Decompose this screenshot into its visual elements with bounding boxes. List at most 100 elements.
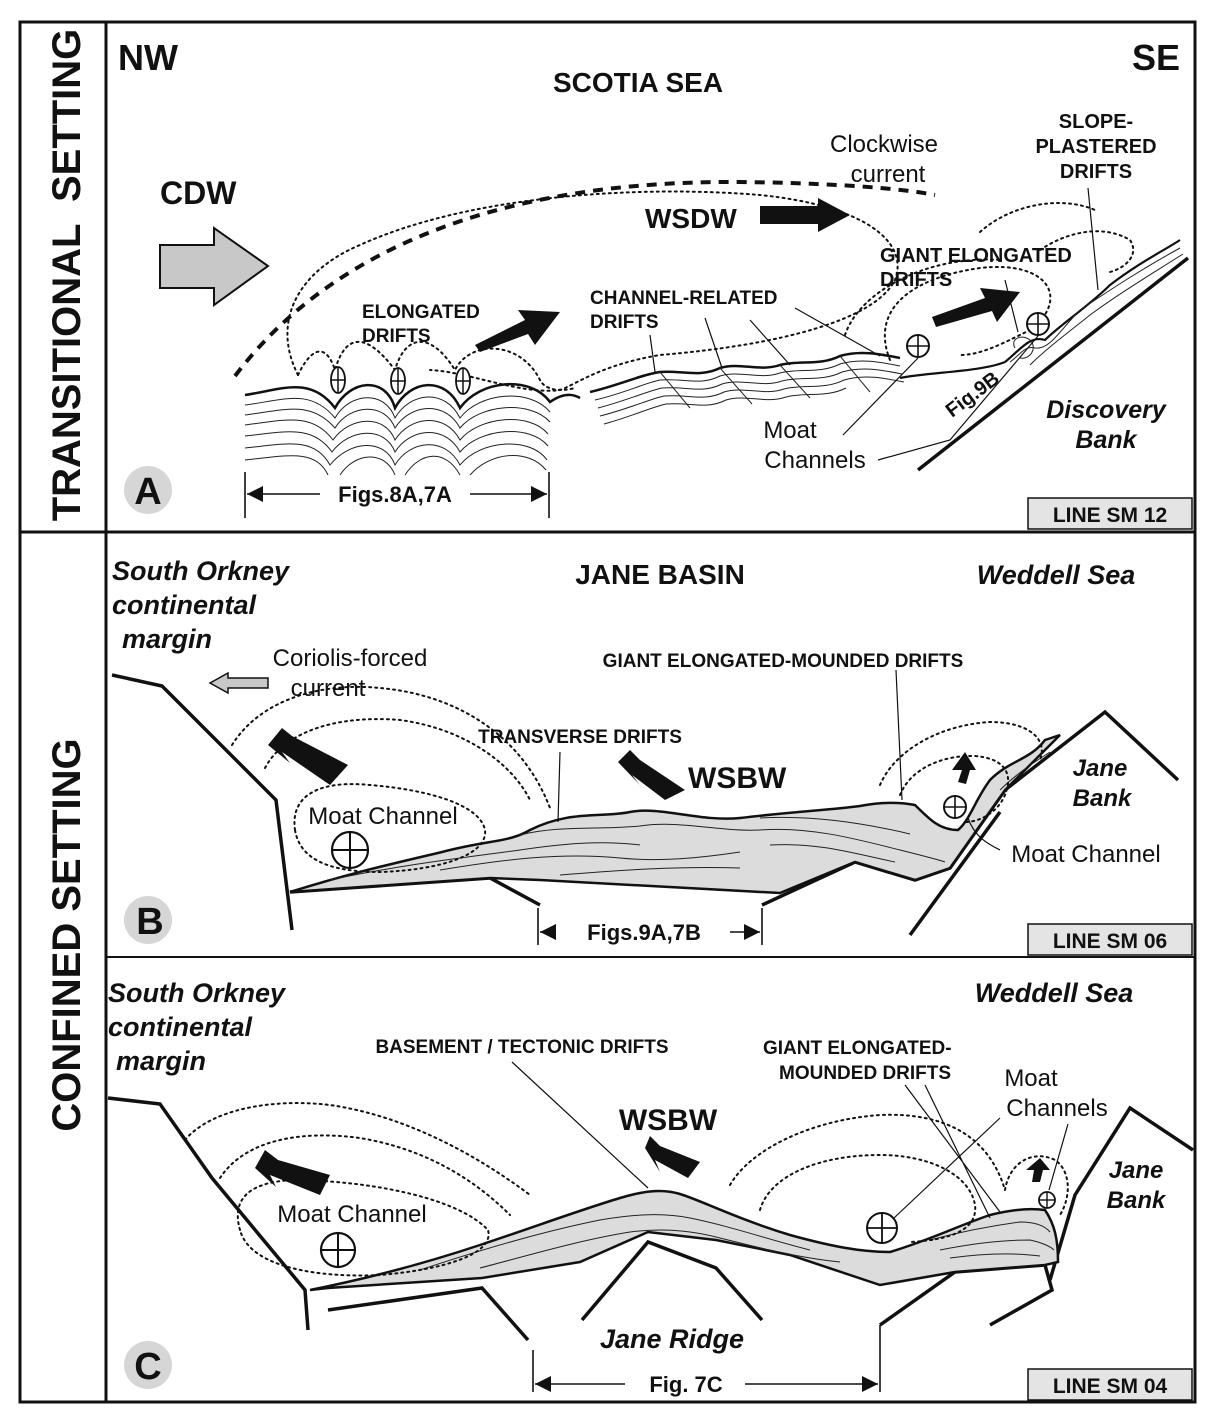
cdw-arrow	[159, 226, 270, 307]
flow-envelope-c-left-outer	[184, 1102, 531, 1196]
line-label-sm06: LINE SM 06	[1053, 930, 1167, 953]
leaders-b	[557, 669, 1001, 851]
coriolis-arrow	[208, 671, 269, 695]
label-fig-7c: Fig. 7C	[649, 1372, 722, 1397]
flow-envelope-c-right-moat	[1004, 1155, 1069, 1216]
basin-wall-left	[111, 673, 294, 931]
panel-letter-a-badge	[124, 466, 172, 514]
flow-envelope-b-moat	[293, 783, 487, 874]
giant-drift-and-slope	[899, 239, 1190, 472]
sea-name-scotia: SCOTIA SEA	[553, 67, 723, 98]
direction-nw: NW	[118, 37, 178, 78]
flow-arrow-wsbw-c	[645, 1136, 700, 1178]
wsdw-arrow	[760, 198, 850, 232]
label-moat-channel-b-left: Moat Channel	[308, 803, 457, 830]
moat-symbol-c-right	[1038, 1191, 1056, 1209]
flow-envelope-giant	[884, 265, 1052, 361]
frames	[18, 20, 1197, 1404]
flow-arrow-giant	[932, 288, 1020, 327]
basin-wall-right	[908, 810, 1002, 937]
channel-related-drifts	[589, 351, 905, 425]
label-weddell-sea-b: Weddell Sea	[977, 560, 1136, 590]
basin-wall-right-c	[1048, 1105, 1194, 1281]
label-wsbw-c: WSBW	[619, 1104, 718, 1137]
basin-wall-left-c	[107, 1096, 310, 1331]
moat-symbol-c-mid	[866, 1212, 898, 1244]
sediment-fill-b	[289, 733, 1061, 895]
line-label-sm12: LINE SM 12	[1053, 504, 1167, 527]
label-jane-ridge: Jane Ridge	[600, 1324, 744, 1354]
flow-arrow-b-left	[268, 728, 348, 785]
flow-arrow-elongated	[475, 310, 560, 352]
direction-se: SE	[1132, 37, 1180, 78]
label-jane-basin: JANE BASIN	[575, 559, 745, 590]
flow-envelope-inner	[844, 258, 1001, 336]
panel-letter-a: A	[134, 471, 161, 513]
label-figs-9a-7b: Figs.9A,7B	[587, 920, 701, 945]
moat-symbol-b-right	[943, 795, 967, 819]
panel-letter-c: C	[134, 1346, 161, 1388]
flow-envelope-c-right-mid	[759, 1153, 977, 1243]
line-label-box-b	[1027, 923, 1193, 956]
flow-envelope-b-right-inner	[899, 754, 1010, 823]
line-label-sm04: LINE SM 04	[1053, 1375, 1168, 1398]
flow-arrow-c-right	[1026, 1158, 1050, 1182]
moat-symbol-b-left	[330, 830, 370, 870]
label-moat-channel-b-right: Moat Channel	[1011, 841, 1160, 868]
elongated-drift-mounds	[244, 382, 581, 476]
label-giant-mounded-c: GIANT ELONGATED-MOUNDED DRIFTS	[763, 1038, 952, 1084]
panel-letter-c-badge	[124, 1341, 172, 1389]
leaders-c	[511, 1061, 1069, 1219]
flow-envelope-c-left-mid	[219, 1134, 511, 1216]
moat-symbols-a	[906, 312, 1050, 358]
label-figs-8a-7a: Figs.8A,7A	[338, 482, 452, 507]
flow-arrow-c-left	[255, 1150, 330, 1195]
label-weddell-sea-c: Weddell Sea	[975, 978, 1134, 1008]
label-wsbw-b: WSBW	[688, 762, 787, 795]
line-label-box-c	[1027, 1368, 1193, 1401]
label-cdw: CDW	[160, 175, 237, 211]
flow-arrow-b-right	[952, 752, 976, 784]
line-label-box-a	[1027, 497, 1193, 530]
elongated-drift-lobes	[297, 340, 576, 391]
flow-envelope-b-right	[879, 720, 1043, 786]
flow-envelope-c-right-outer	[729, 1113, 1006, 1191]
label-basement-drifts: BASEMENT / TECTONIC DRIFTS	[375, 1037, 668, 1058]
panel-letter-b: B	[136, 901, 163, 943]
sediment-beds-b	[329, 751, 1051, 881]
label-transverse-drifts: TRANSVERSE DRIFTS	[478, 727, 682, 748]
flow-envelope-b-left-outer	[231, 685, 551, 809]
label-giant-mounded-b: GIANT ELONGATED-MOUNDED DRIFTS	[603, 651, 964, 672]
side-label-transitional: TRANSITIONAL SETTING	[45, 29, 89, 522]
panel-letter-b-badge	[124, 896, 172, 944]
side-label-confined: CONFINED SETTING	[45, 738, 89, 1131]
sediment-fill-c	[309, 1189, 1060, 1292]
flow-envelope-b-left-mid	[264, 718, 531, 801]
moat-symbols-small	[330, 366, 471, 395]
sediment-beds-c	[419, 1214, 1055, 1271]
flow-envelope-c-moat	[236, 1178, 490, 1277]
flow-envelope-slope-outer	[979, 202, 1096, 233]
label-wsdw: WSDW	[645, 203, 737, 234]
leaders-a	[649, 187, 1099, 461]
flow-envelope-slope	[1039, 230, 1135, 273]
flow-arrow-wsbw-b	[618, 750, 685, 800]
clockwise-current-line	[233, 179, 936, 378]
label-moat-channel-c-left: Moat Channel	[277, 1201, 426, 1228]
